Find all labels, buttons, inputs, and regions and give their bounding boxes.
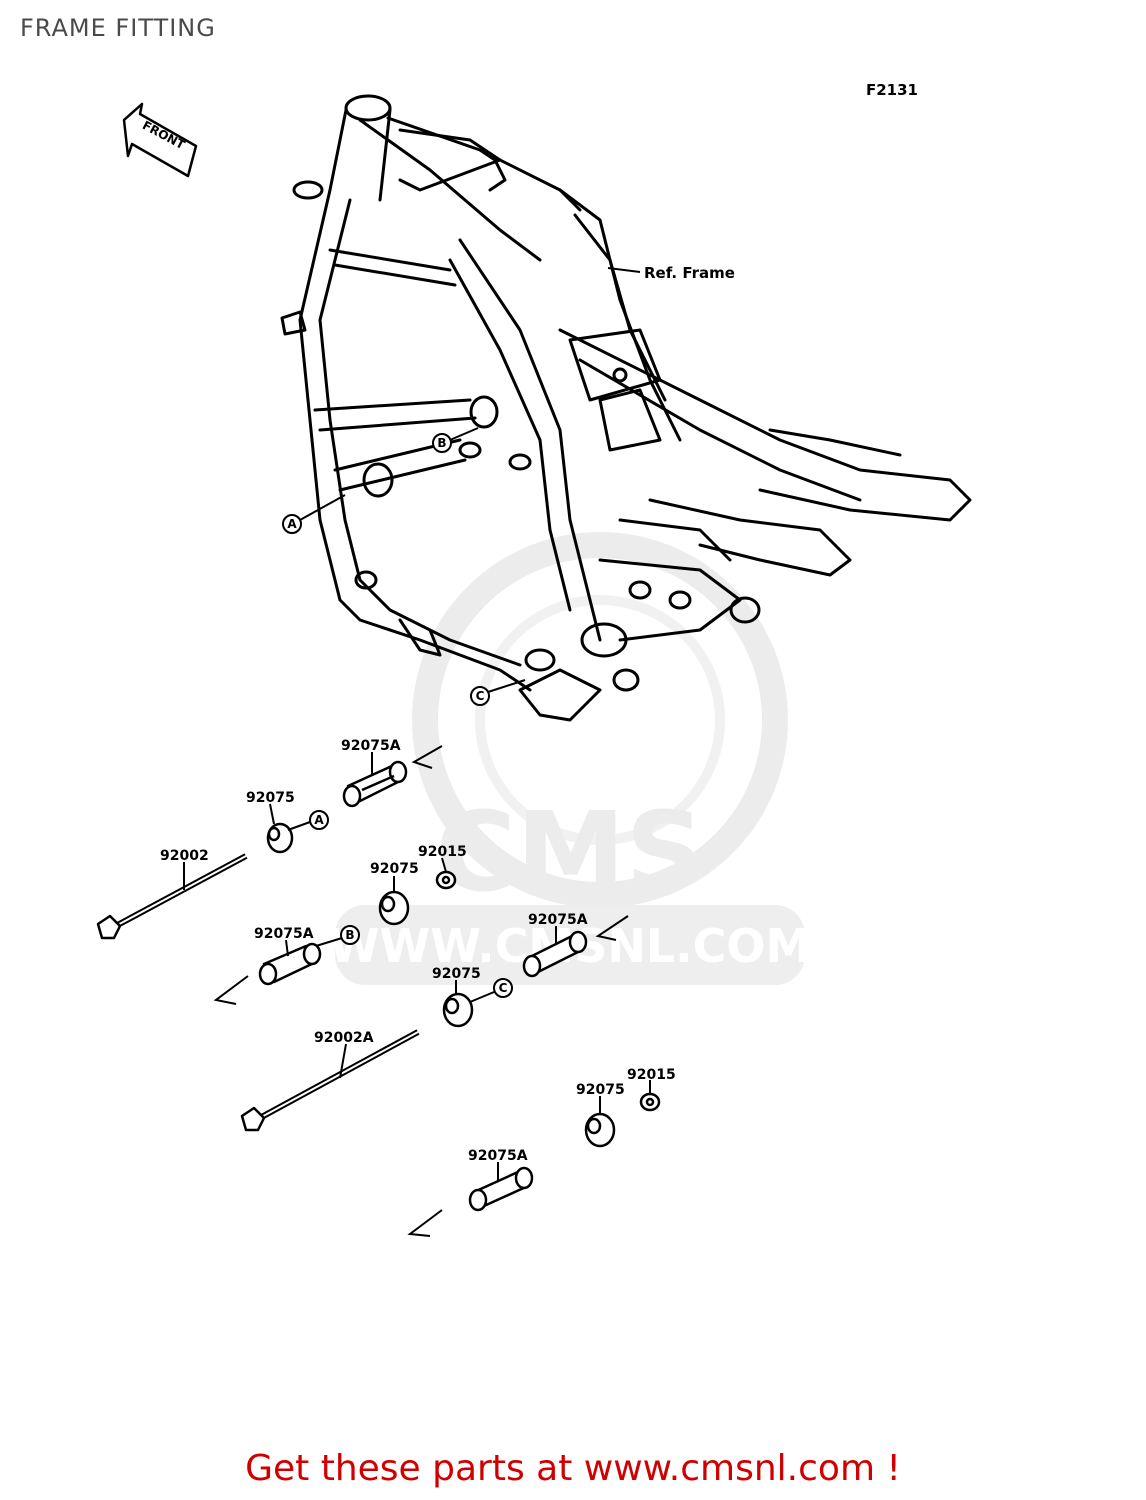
part-92075a-collar xyxy=(258,942,322,986)
exploded-parts-diagram: CMS WWW.CMSNL.COM F2131 FRONT xyxy=(96,81,972,1237)
part-92015-nut xyxy=(639,1092,661,1112)
part-label: 92075A xyxy=(254,926,314,942)
part-92002-bolt xyxy=(96,853,248,940)
part-92075-bushing xyxy=(378,890,410,926)
page-title: FRAME FITTING xyxy=(20,14,216,42)
svg-text:C: C xyxy=(476,689,485,703)
part-92075a-collar xyxy=(522,930,588,978)
part-92075-bushing xyxy=(584,1112,616,1148)
callout-a: A xyxy=(282,494,346,534)
svg-text:A: A xyxy=(314,813,324,827)
ref-frame-label: Ref. Frame xyxy=(644,264,735,282)
front-arrow-icon: FRONT xyxy=(122,102,198,178)
cms-watermark: CMS WWW.CMSNL.COM xyxy=(329,532,811,985)
part-label: 92075A xyxy=(341,738,401,754)
part-92075a-collar xyxy=(468,1166,534,1212)
part-label: 92075A xyxy=(468,1148,528,1164)
part-label: 92002A xyxy=(314,1030,374,1046)
part-92002a-bolt xyxy=(240,1029,420,1132)
motorcycle-frame xyxy=(280,94,972,722)
part-label: 92002 xyxy=(160,848,209,864)
cta-link[interactable]: Get these parts at www.cmsnl.com ! xyxy=(245,1448,901,1489)
part-92015-nut xyxy=(435,870,457,890)
callout-b: B xyxy=(432,427,479,453)
svg-text:B: B xyxy=(437,436,446,450)
callout-c: C xyxy=(470,679,526,706)
connector-b: B xyxy=(340,925,360,945)
part-label: 92075 xyxy=(576,1082,625,1098)
leader-lines xyxy=(183,752,651,1180)
part-label: 92015 xyxy=(418,844,467,860)
part-label: 92075 xyxy=(370,861,419,877)
connector-c: C xyxy=(493,978,513,998)
connector-a: A xyxy=(309,810,329,830)
diagram-code: F2131 xyxy=(866,81,918,99)
part-92075-bushing xyxy=(442,992,474,1028)
svg-text:C: C xyxy=(499,981,508,995)
part-label: 92075 xyxy=(246,790,295,806)
svg-text:B: B xyxy=(345,928,354,942)
part-92075-bushing xyxy=(266,822,294,854)
part-label: 92015 xyxy=(627,1067,676,1083)
direction-chevrons xyxy=(213,745,629,1237)
watermark-brand: CMS xyxy=(435,788,704,916)
svg-text:A: A xyxy=(287,517,297,531)
part-label: 92075A xyxy=(528,912,588,928)
part-92075a-collar xyxy=(342,760,408,808)
part-label: 92075 xyxy=(432,966,481,982)
